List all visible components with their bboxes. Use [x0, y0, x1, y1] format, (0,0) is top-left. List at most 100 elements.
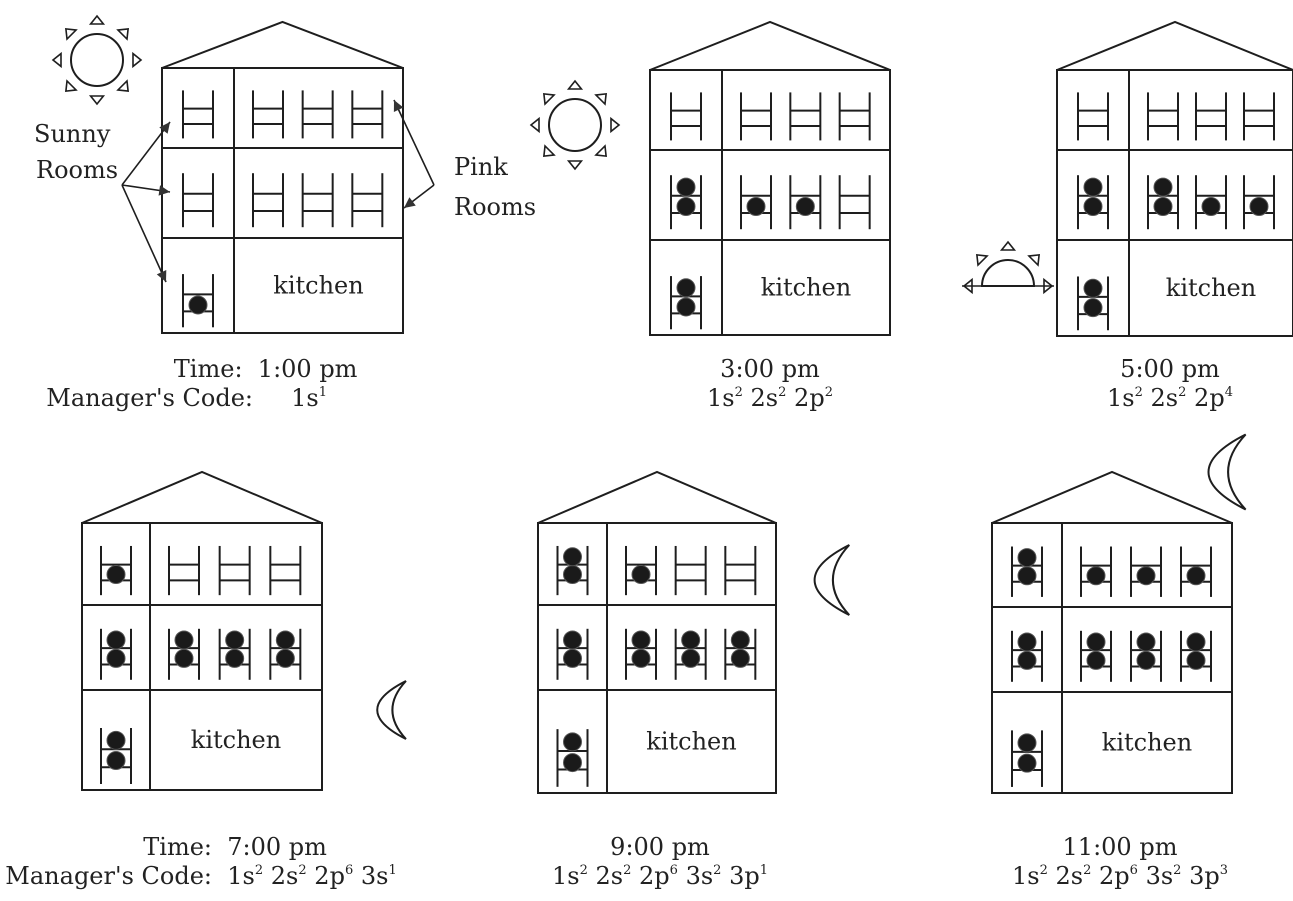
sun-ray [566, 160, 584, 171]
arrowhead [404, 197, 416, 208]
building-outline [649, 69, 891, 336]
pink-rooms-label-line1: Pink [454, 153, 508, 181]
electron-dot [746, 197, 766, 217]
orbital-term: 2s2 [270, 862, 307, 890]
electron-dot [1186, 632, 1206, 652]
code-label: Manager's Code: [5, 862, 212, 890]
sun-ray [64, 27, 78, 41]
caption-time-row: Time: 1:00 pm [0, 355, 360, 384]
electron-count: 6 [344, 863, 354, 878]
orbital-term: 2p4 [1194, 384, 1233, 412]
electron-count: 3 [1219, 863, 1229, 878]
electron-dot [1083, 177, 1103, 197]
moon-crescent [376, 680, 407, 740]
electron-dot [1186, 566, 1206, 586]
electron-dot [730, 648, 750, 668]
sun-ray [594, 144, 608, 158]
electron-count: 2 [734, 385, 743, 400]
sun-ray [88, 95, 106, 106]
electron-dot [1083, 197, 1103, 217]
caption-panel-1: Time: 1:00 pm Manager's Code: 1s1 [0, 355, 360, 413]
orbital-term: 2s2 [1150, 384, 1187, 412]
orbital-term: 2s2 [1055, 862, 1092, 890]
arrow-line [121, 184, 167, 283]
arrowhead [393, 100, 404, 112]
electron-dot [1017, 566, 1037, 586]
hotel-building: kitchen [161, 20, 404, 334]
electron-dot [676, 278, 696, 298]
hotel-building: kitchen [649, 20, 891, 336]
roof [991, 470, 1233, 524]
electron-dot [1153, 197, 1173, 217]
caption-panel-5: 9:00 pm 1s2 2s2 2p6 3s2 3p1 [500, 833, 820, 891]
sun-ray [116, 27, 130, 41]
electron-count: 4 [1224, 385, 1233, 400]
electron-count: 2 [778, 385, 787, 400]
sun-ray [132, 51, 143, 69]
arrowhead [159, 122, 170, 134]
electron-count: 6 [1129, 863, 1138, 878]
electron-count: 6 [669, 863, 678, 878]
building-outline [81, 522, 323, 791]
manager-code: 1s2 2s2 2p6 3s1 [227, 862, 396, 890]
kitchen-label: kitchen [1102, 729, 1192, 757]
roof [161, 20, 404, 69]
manager-code: 1s2 2s2 2p6 3s2 3p3 [960, 862, 1280, 891]
roof [537, 470, 777, 524]
sun-icon [529, 79, 621, 171]
roof [649, 20, 891, 71]
manager-code: 1s2 2s2 2p4 [1050, 384, 1290, 413]
electron-dot [1017, 733, 1037, 753]
electron-dot [563, 753, 582, 773]
electron-count: 2 [1083, 863, 1092, 878]
electron-dot [730, 630, 750, 650]
electron-dot [563, 564, 582, 584]
electron-dot [1086, 650, 1106, 670]
electron-dot [631, 564, 651, 584]
sun-disc [548, 98, 602, 152]
time-value: 11:00 pm [1062, 833, 1178, 861]
building-outline [1056, 69, 1293, 337]
sun-icon [51, 14, 143, 106]
electron-dot [1136, 650, 1156, 670]
electron-dot [1249, 197, 1269, 217]
hotel-building: kitchen [1056, 20, 1293, 337]
arrow-line [393, 99, 435, 186]
setting-sun-disc [980, 259, 1036, 287]
time-value: 7:00 pm [227, 833, 327, 861]
electron-dot [563, 630, 582, 650]
electron-count: 2 [579, 863, 588, 878]
electron-dot [106, 564, 126, 584]
sunny-rooms-label-line2: Rooms [36, 156, 118, 184]
time-label: Time: [143, 833, 212, 861]
caption-code-row: Manager's Code: 1s1 [0, 384, 360, 413]
sun-ray [51, 51, 62, 69]
orbital-term: 1s2 [551, 862, 588, 890]
electron-count: 2 [824, 385, 833, 400]
orbital-term: 1s2 [1107, 384, 1143, 412]
electron-dot [106, 630, 126, 650]
sun-ray [88, 14, 106, 25]
electron-dot [1017, 650, 1037, 670]
caption-panel-3: 5:00 pm 1s2 2s2 2p4 [1050, 355, 1290, 413]
roof [81, 470, 323, 524]
electron-dot [1017, 632, 1037, 652]
sun-ray [542, 144, 556, 158]
manager-code: 1s2 2s2 2p6 3s2 3p1 [500, 862, 820, 891]
arrow-line [121, 121, 171, 186]
orbital-term: 1s2 [227, 862, 264, 890]
moon-icon [376, 680, 407, 740]
caption-panel-6: 11:00 pm 1s2 2s2 2p6 3s2 3p3 [960, 833, 1280, 891]
sun-ray [1043, 277, 1054, 295]
caption-panel-2: 3:00 pm 1s2 2s2 2p2 [630, 355, 910, 413]
building-outline [161, 67, 404, 334]
sun-ray [975, 253, 989, 267]
arrowhead [158, 185, 170, 196]
electron-dot [681, 630, 701, 650]
time-value: 1:00 pm [257, 355, 358, 383]
electron-dot [631, 630, 651, 650]
electron-dot [1136, 632, 1156, 652]
electron-dot [225, 630, 245, 650]
electron-dot [1086, 632, 1106, 652]
orbital-term: 3s1 [360, 862, 397, 890]
